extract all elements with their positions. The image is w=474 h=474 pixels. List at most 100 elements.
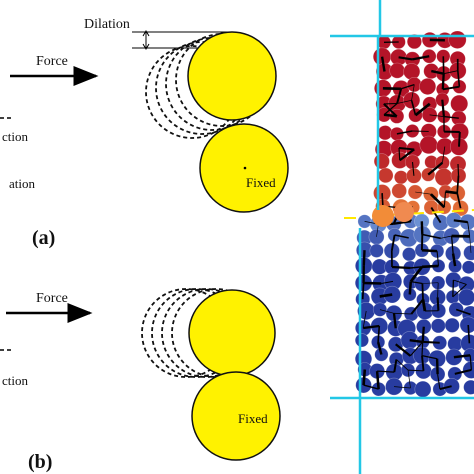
partial-label-1: ction (2, 373, 28, 388)
contact-force-line (375, 370, 380, 390)
contact-force-line (396, 359, 409, 371)
contact-force-line (398, 147, 415, 151)
contact-force-line (453, 354, 471, 359)
contact-force-line (407, 369, 424, 372)
contact-force-line (453, 219, 468, 224)
contact-force-line (377, 325, 381, 343)
contact-force-line (362, 369, 367, 386)
contact-force-line (410, 298, 424, 315)
contact-force-line (407, 370, 411, 389)
force-chain-network (361, 38, 472, 391)
contact-force-line (437, 374, 441, 390)
contact-force-line (442, 146, 446, 163)
contact-force-line (469, 236, 472, 253)
contact-force-line (379, 309, 395, 314)
contact-force-line (422, 282, 439, 284)
contact-force-line (363, 281, 382, 285)
contact-force-line (362, 250, 366, 266)
contact-force-line (436, 251, 440, 266)
particle (389, 62, 406, 79)
contact-force-line (398, 147, 401, 161)
contact-force-line (399, 148, 415, 162)
contact-force-line (440, 235, 452, 239)
contact-force-line (363, 384, 379, 390)
panel-b: Force Fixed ction (b) (0, 288, 281, 473)
contact-force-line (469, 355, 472, 370)
particle (419, 78, 437, 96)
contact-force-line (455, 308, 471, 316)
contact-force-line (390, 234, 396, 251)
contact-force-line (421, 248, 438, 253)
contact-force-line (410, 266, 423, 269)
contact-force-line (467, 324, 471, 344)
contact-force-line (392, 313, 397, 329)
contact-force-line (409, 341, 424, 357)
fixed-particle (191, 371, 281, 461)
contact-force-line (456, 175, 460, 194)
contact-force-line (467, 222, 471, 237)
particle (403, 63, 421, 81)
shear-band-particle (372, 205, 394, 227)
particle (373, 153, 390, 170)
particle (406, 34, 422, 50)
contact-force-line (429, 114, 444, 117)
partial-label-2: ation (9, 176, 35, 191)
contact-force-line (408, 281, 413, 295)
contact-force-line (421, 341, 424, 356)
contact-force-line (410, 281, 423, 285)
fixed-label: Fixed (246, 175, 276, 190)
panel-label-a: (a) (32, 227, 55, 249)
contact-force-line (411, 162, 415, 176)
particle (458, 288, 474, 306)
contact-force-line (376, 224, 379, 237)
contact-force-line (376, 341, 383, 355)
contact-force-line (422, 233, 441, 240)
contact-force-line (421, 264, 439, 269)
shear-band-particle (394, 202, 414, 222)
contact-force-line (382, 86, 402, 91)
contact-force-line (431, 69, 444, 75)
contact-force-line (393, 386, 411, 389)
panel-a: Dilation Force Fixed ction ation (a) (0, 17, 289, 249)
contact-force-line (363, 324, 380, 330)
contact-force-line (398, 56, 413, 61)
contact-force-line (379, 293, 393, 298)
particle-assembly (330, 0, 474, 474)
contact-force-line (421, 326, 425, 342)
particle (463, 379, 474, 395)
contact-force-line (457, 163, 460, 176)
moving-particle (188, 289, 276, 377)
contact-force-line (394, 234, 409, 239)
contact-force-line (393, 220, 412, 225)
contact-force-line (362, 310, 367, 329)
fixed-label: Fixed (238, 411, 268, 426)
contact-force-line (442, 85, 460, 91)
contact-force-line (396, 130, 413, 135)
contact-force-line (454, 368, 472, 375)
contact-force-line (421, 283, 424, 300)
contact-force-line (443, 70, 458, 75)
contact-force-line (450, 235, 454, 254)
contact-force-line (410, 100, 417, 116)
contact-force-line (397, 99, 412, 104)
contact-force-line (381, 193, 384, 207)
contact-force-line (435, 358, 439, 375)
contact-force-line (393, 312, 412, 315)
contact-force-line (391, 265, 411, 270)
contact-force-line (421, 355, 425, 371)
contact-force-line (456, 192, 462, 209)
contact-force-line (411, 84, 415, 101)
contact-force-line (420, 221, 424, 235)
contact-force-line (436, 297, 440, 311)
shear-band (344, 202, 474, 227)
particle (461, 260, 474, 274)
dilation-label: Dilation (84, 17, 130, 32)
contact-force-line (361, 282, 365, 300)
contact-force-line (439, 385, 452, 391)
contact-force-line (452, 279, 455, 297)
contact-force-line (445, 190, 458, 195)
contact-force-line (453, 279, 467, 285)
particle (459, 316, 474, 334)
panel-label-b: (b) (28, 451, 52, 473)
particle (414, 380, 432, 398)
